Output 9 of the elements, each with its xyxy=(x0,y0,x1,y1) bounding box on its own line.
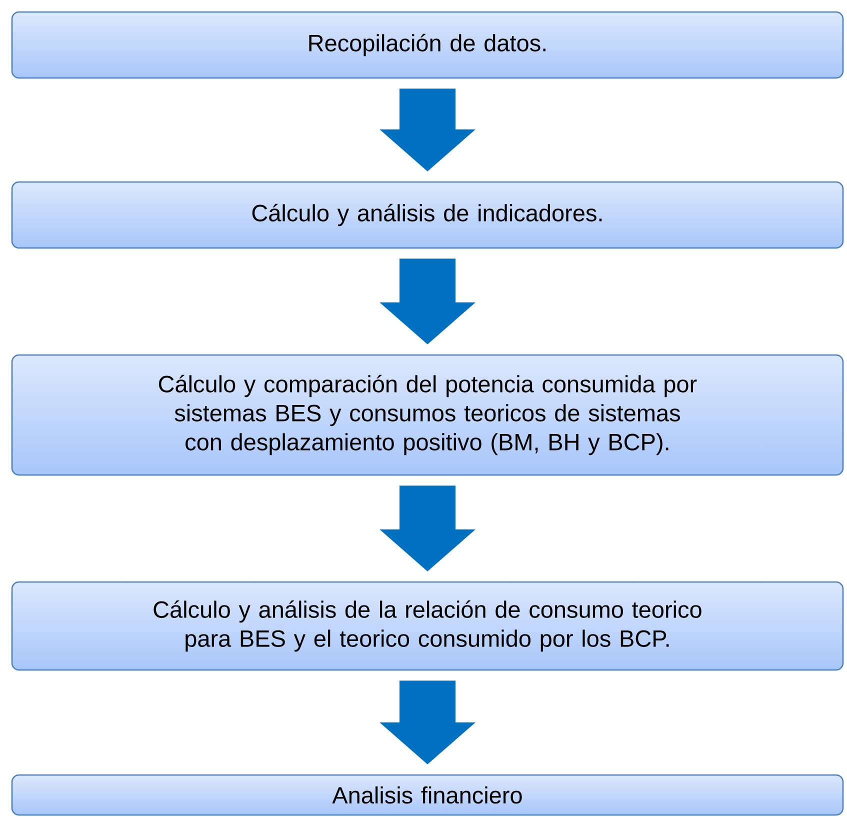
process-box: Cálculo y análisis de la relación de consumo teorico para BES y el teorico consumido por los BCP. xyxy=(11,581,844,671)
process-box: Cálculo y análisis de indicadores. xyxy=(11,181,844,249)
block-arrow xyxy=(380,258,476,344)
process-box: Recopilación de datos. xyxy=(11,11,844,79)
process-box: Cálculo y comparación del potencia consumida por sistemas BES y consumos teoricos de sistemas con desplazamiento positivo (BM, BH y BCP). xyxy=(11,354,844,476)
process-box: Analisis financiero xyxy=(11,774,844,816)
block-arrow xyxy=(380,680,476,764)
block-arrow xyxy=(380,486,476,572)
block-arrow xyxy=(380,88,476,172)
